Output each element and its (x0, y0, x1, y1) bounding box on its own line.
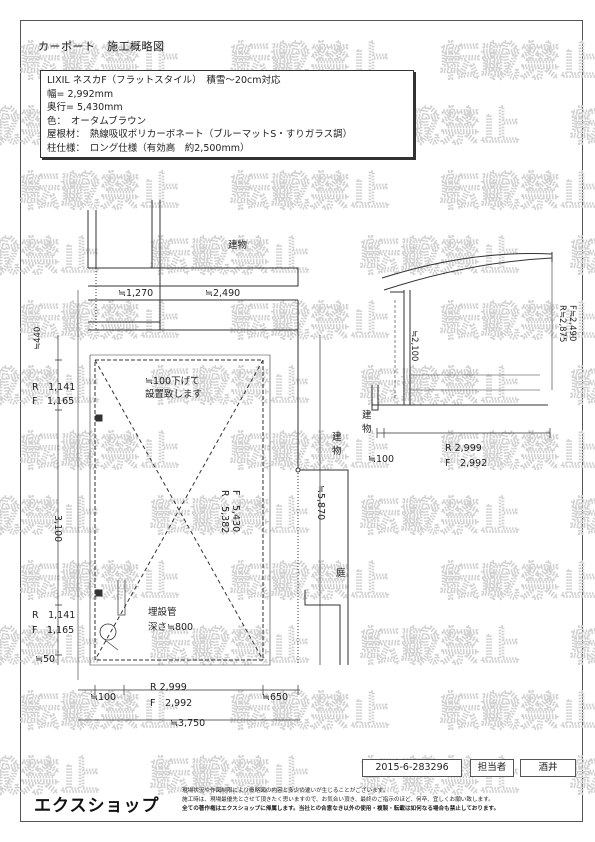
footer-note-2: 施工時は、現場最優先とさせて頂きたく思いますので、お気合い頂き、最終のご指示のほ… (182, 797, 494, 803)
drawing-code: 2015-6-283296 (362, 759, 462, 777)
spec-color: 色： オータムブラウン (47, 115, 147, 127)
watermark-text: 転載禁止 (570, 104, 595, 150)
building-wall-left (87, 210, 97, 268)
elev-dim-2100: ≒2,100 (409, 330, 419, 361)
watermark-text: 転載禁止 (360, 494, 520, 540)
spec-box: LIXIL ネスカF（フラットスタイル） 積雪～20cm対応 幅= 2,992m… (40, 70, 414, 158)
watermark-text: 転載禁止 (230, 689, 390, 735)
building-wall-mid (151, 200, 161, 268)
left-r1: R 1,141 (32, 382, 75, 393)
pipe-depth: 深さ≒800 (148, 622, 193, 633)
assignee-label: 担当者 (470, 759, 514, 777)
watermark-text: 転載禁止 (570, 494, 595, 540)
side-dim-5870: ≒5,870 (315, 485, 326, 520)
watermark-text: 転載禁止 (20, 559, 180, 605)
watermark-text: 転載禁止 (440, 689, 595, 735)
bottom-f: F 2,992 (150, 698, 192, 709)
left-r2: R 1,141 (32, 610, 75, 621)
watermark-text: 転載禁止 (0, 364, 100, 410)
watermark-text: 転載禁止 (440, 169, 595, 215)
spec-depth: 奥行= 5,430mm (47, 102, 123, 113)
right-building-1: 建 (332, 431, 342, 443)
building-outline (88, 267, 299, 287)
company-logo: エクスショップ (34, 796, 160, 816)
footer-note-3: 全ての著作権はエクスショップに帰属します。当社との合意なき以外の使用・複製・転載… (182, 806, 500, 812)
bottom-dim-650: ≒650 (262, 692, 288, 703)
left-f1: F 1,165 (32, 396, 74, 407)
watermark-text: 転載禁止 (440, 429, 595, 475)
watermark-text: 転載禁止 (570, 624, 595, 670)
center-r: R 5,382 (219, 490, 230, 533)
spec-roof: 屋根材： 熱線吸収ポリカーボネート（ブルーマットS・すりガラス調） (47, 129, 353, 140)
elev-dim-r2999: R 2,999 (445, 443, 482, 454)
dim-440: ≒440 (33, 327, 43, 350)
watermark-text: 転載禁止 (150, 754, 310, 800)
elev-dim-100: ≒100 (368, 454, 394, 465)
garden-label: 庭 (336, 567, 346, 579)
watermark-text: 転載禁止 (150, 234, 310, 280)
watermark-text: 転載禁止 (230, 299, 390, 345)
center-f: F 5,430 (230, 490, 241, 532)
watermark-text: 転載禁止 (0, 494, 100, 540)
spec-width: 幅= 2,992mm (47, 88, 114, 100)
watermark-text: 転載禁止 (150, 364, 310, 410)
bottom-r: R 2,999 (150, 682, 187, 693)
dim-3100: 3,100 (52, 515, 63, 542)
dim-50: ≒50 (35, 654, 55, 665)
right-building-2: 物 (332, 445, 342, 457)
elev-building-1: 建 (362, 409, 372, 421)
roof-diagonals (94, 359, 264, 661)
footer-notes: 現場状況や作図制限により概略図の内容と多少の違いが生じることがございます。 施工… (182, 787, 577, 814)
watermark-text: 転載禁止 (440, 299, 595, 345)
elev-dim-r2875: R≒2,875 (557, 305, 567, 342)
carport-outline (94, 359, 264, 661)
watermark-text: 転載禁止 (20, 169, 180, 215)
watermark-text: 転載禁止 (150, 624, 310, 670)
watermark-text: 転載禁止 (20, 689, 180, 735)
watermark-text: 転載禁止 (360, 234, 520, 280)
watermark-text: 転載禁止 (0, 754, 100, 800)
assignee-name: 酒井 (520, 759, 576, 777)
post (403, 290, 411, 405)
watermark-text: 転載禁止 (360, 364, 520, 410)
left-f2: F 1,165 (32, 625, 74, 636)
elev-dim-f2490: F≒2,490 (567, 305, 577, 341)
watermark-text: 転載禁止 (230, 559, 390, 605)
elev-dim-f2992: F 2,992 (445, 458, 487, 469)
dim-2490: ≒2,490 (205, 288, 240, 299)
spec-pillar: 柱仕様： ロング仕様（有効高 約2,500mm） (47, 142, 250, 154)
watermark-text: 転載禁止 (440, 559, 595, 605)
note-lower: ≒100下げて (145, 376, 200, 387)
spec-product: LIXIL ネスカF（フラットスタイル） 積雪～20cm対応 (47, 75, 281, 86)
watermark-text: 転載禁止 (20, 429, 180, 475)
drawing-frame (20, 20, 583, 822)
pipe-label: 埋設管 (148, 606, 177, 618)
watermark-text: 転載禁止 (360, 624, 520, 670)
dim-1270: ≒1,270 (118, 288, 153, 299)
roof-arc (381, 253, 553, 279)
watermark-text: 転載禁止 (0, 624, 100, 670)
elev-building-2: 物 (362, 423, 372, 435)
watermark-text: 転載禁止 (0, 234, 100, 280)
watermark-text: 転載禁止 (230, 169, 390, 215)
building-label: 建物 (228, 239, 248, 251)
bottom-dim-3750: ≒3,750 (170, 718, 205, 729)
page-title: カーポート 施工概略図 (38, 40, 165, 53)
bottom-dim-100: ≒100 (90, 692, 116, 703)
note-install: 設置致します (145, 388, 202, 400)
footer-note-1: 現場状況や作図制限により概略図の内容と多少の違いが生じることがございます。 (182, 788, 389, 794)
watermark-text: 転載禁止 (150, 494, 310, 540)
watermark-text: 転載禁止 (440, 39, 595, 85)
watermark-text: 転載禁止 (570, 234, 595, 280)
watermark-text: 転載禁止 (230, 429, 390, 475)
watermark-text: 転載禁止 (570, 364, 595, 410)
